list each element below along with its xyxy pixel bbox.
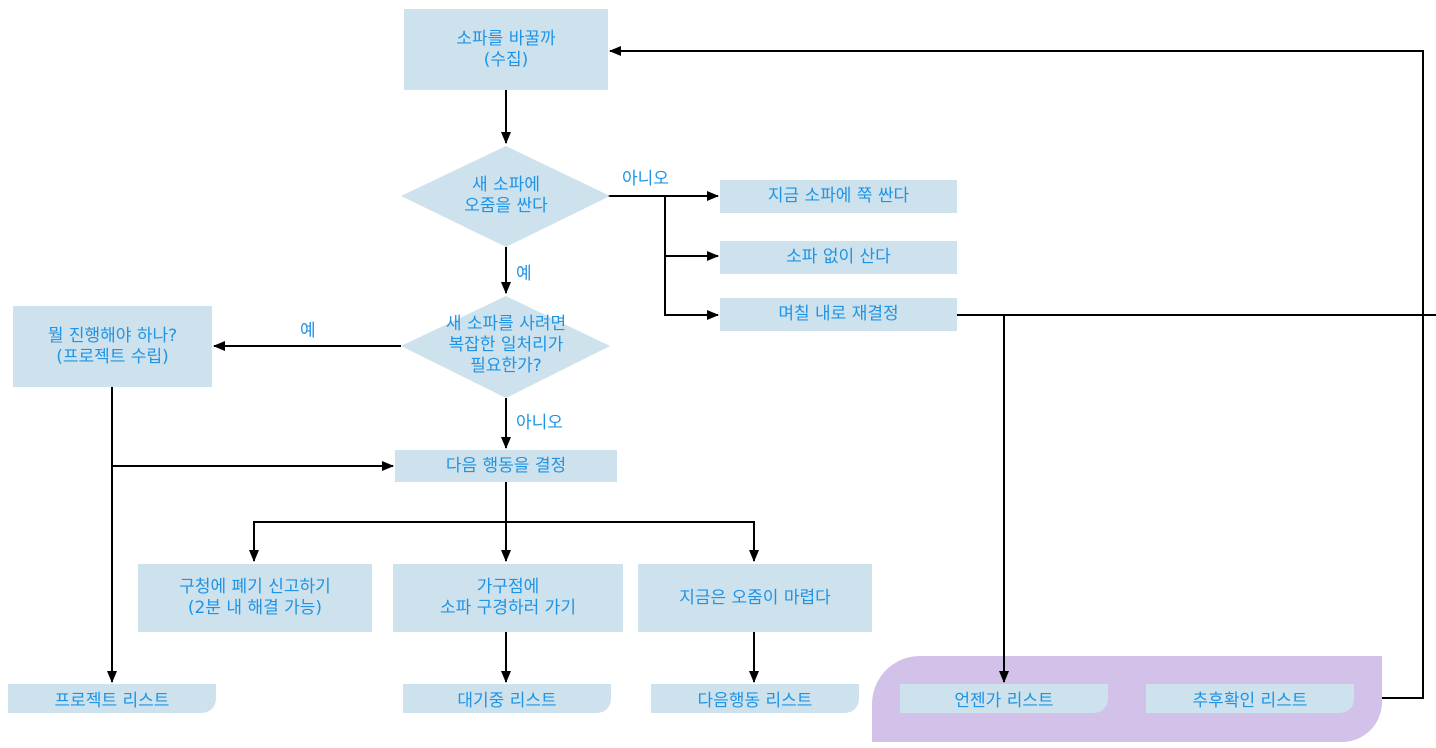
- project-list: 프로젝트 리스트: [8, 684, 216, 713]
- live-without-text: 소파 없이 산다: [786, 247, 891, 267]
- live-without-box: 소파 없이 산다: [720, 241, 957, 274]
- go-store-text: 가구점에 소파 구경하러 가기: [440, 577, 576, 618]
- pee-sofa-now-text: 지금 소파에 쭉 싼다: [767, 186, 910, 206]
- sofa-change-box: 소파를 바꿀까 (수집): [404, 9, 608, 90]
- project-plan-text: 뭘 진행해야 하나? (프로젝트 수립): [47, 325, 178, 367]
- next-action-list: 다음행동 리스트: [651, 684, 859, 713]
- someday-list-label: 언젠가 리스트: [954, 691, 1054, 711]
- report-office-text: 구청에 폐기 신고하기 (2분 내 해결 가능): [179, 577, 331, 618]
- need-pee-box: 지금은 오줌이 마렵다: [638, 564, 872, 632]
- pee-sofa-now-box: 지금 소파에 쭉 싼다: [720, 180, 957, 213]
- label-pee-yes: 예: [516, 264, 532, 284]
- arrow-later-to-followup: [957, 314, 1436, 316]
- followup-list: 추후확인 리스트: [1146, 684, 1354, 713]
- diamond-complex: [401, 296, 610, 398]
- label-pee-no: 아니오: [622, 169, 669, 189]
- someday-list: 언젠가 리스트: [900, 684, 1108, 713]
- decide-later-box: 며칠 내로 재결정: [720, 298, 957, 331]
- arrow-panel-to-start: [609, 46, 1424, 699]
- report-office-box: 구청에 폐기 신고하기 (2분 내 해결 가능): [138, 564, 372, 632]
- next-action-box: 다음 행동을 결정: [395, 450, 617, 482]
- followup-list-label: 추후확인 리스트: [1192, 691, 1308, 711]
- arrow-pee-no-3: [664, 256, 719, 320]
- pee-question-text: 새 소파에 오줌을 싼다: [464, 175, 548, 216]
- branch-bar: [253, 521, 755, 561]
- next-action-list-label: 다음행동 리스트: [697, 691, 813, 711]
- next-action-text: 다음 행동을 결정: [445, 455, 567, 476]
- waiting-list: 대기중 리스트: [403, 684, 611, 713]
- project-plan-box: 뭘 진행해야 하나? (프로젝트 수립): [13, 306, 212, 387]
- label-complex-yes: 예: [300, 321, 316, 341]
- sofa-change-text: 소파를 바꿀까 (수집): [456, 28, 556, 70]
- need-pee-text: 지금은 오줌이 마렵다: [679, 587, 831, 608]
- arrow-pee-no-2: [664, 196, 719, 261]
- label-complex-no: 아니오: [516, 413, 563, 433]
- go-store-box: 가구점에 소파 구경하러 가기: [393, 564, 623, 632]
- decide-later-text: 며칠 내로 재결정: [778, 304, 899, 324]
- diamond-pee: [401, 146, 610, 247]
- project-list-label: 프로젝트 리스트: [54, 691, 170, 711]
- complex-question-text: 새 소파를 사려면 복잡한 일처리가 필요한가?: [445, 313, 567, 376]
- waiting-list-label: 대기중 리스트: [457, 691, 557, 711]
